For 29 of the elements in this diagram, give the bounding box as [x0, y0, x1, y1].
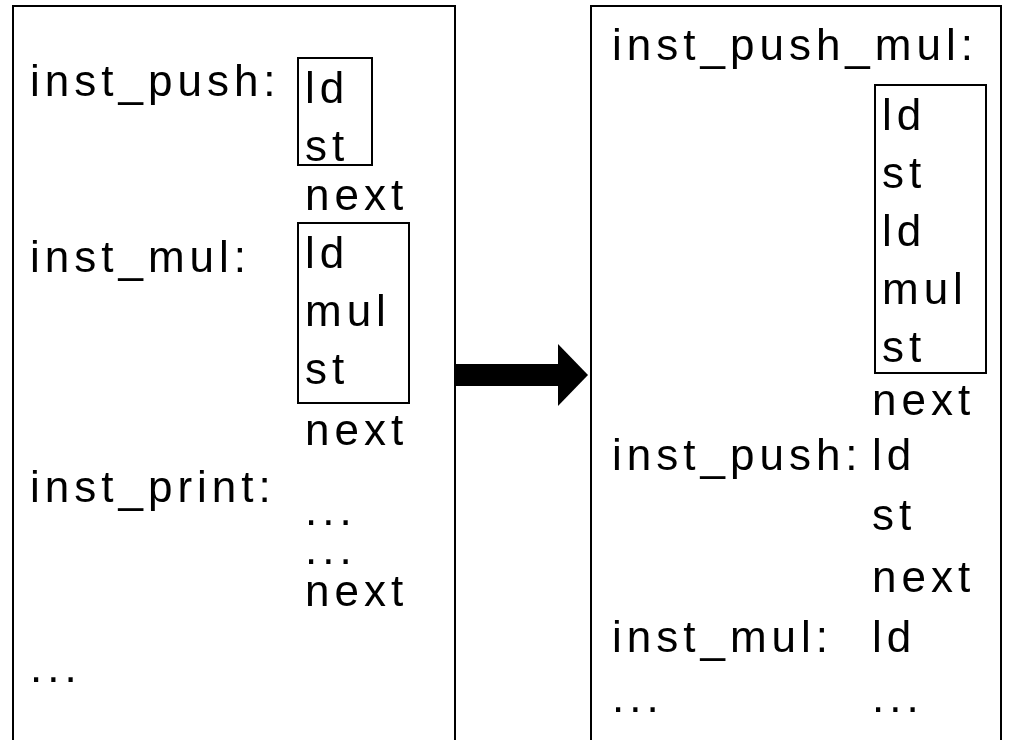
instruction-text: st — [304, 120, 351, 172]
code-label: next — [872, 557, 976, 597]
instruction-text: mul — [881, 263, 969, 315]
code-label: ... — [872, 677, 924, 717]
code-label: next — [305, 410, 409, 450]
code-label: ld — [872, 617, 917, 657]
code-label: next — [305, 571, 409, 611]
code-label: ld — [872, 435, 917, 475]
code-label: st — [872, 495, 917, 535]
instruction-text: st — [881, 321, 928, 373]
instruction-text: st — [881, 147, 928, 199]
instruction-text: ld — [881, 205, 928, 257]
code-label: ... — [305, 529, 357, 569]
instruction-box — [297, 57, 373, 166]
instruction-box — [297, 222, 410, 404]
panel-frame — [590, 5, 1002, 740]
panel-frame — [12, 5, 456, 740]
arrow — [456, 344, 588, 406]
instruction-text: ld — [304, 227, 351, 279]
code-label: next — [305, 175, 409, 215]
code-label: ... — [612, 677, 664, 717]
instruction-box — [874, 84, 987, 374]
instruction-text: ld — [304, 62, 351, 114]
instruction-text: ld — [881, 89, 928, 141]
code-label: ... — [30, 647, 82, 687]
code-label: next — [872, 380, 976, 420]
code-label: ... — [305, 490, 357, 530]
instruction-text: mul — [304, 285, 392, 337]
instruction-text: st — [304, 343, 351, 395]
